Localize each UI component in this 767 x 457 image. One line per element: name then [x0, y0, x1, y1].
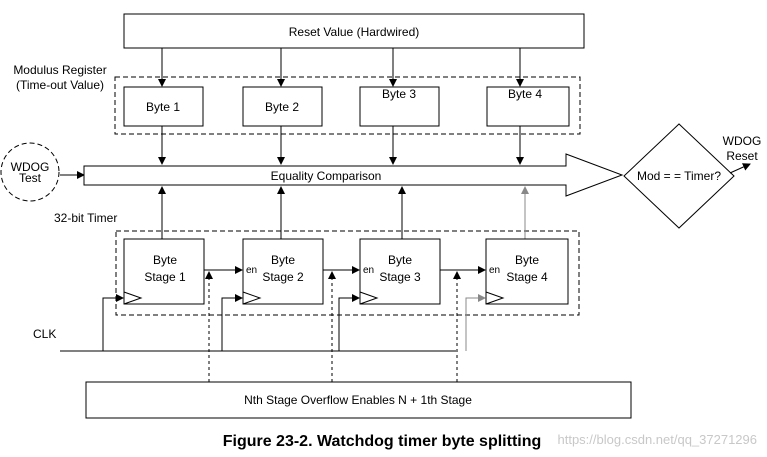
equality-comparison-bar: Equality Comparison	[83, 153, 624, 197]
svg-text:Byte 2: Byte 2	[265, 100, 299, 114]
svg-text:en: en	[489, 265, 500, 276]
svg-text:(Time-out Value): (Time-out Value)	[16, 78, 104, 92]
svg-text:Modulus Register: Modulus Register	[13, 63, 106, 77]
timer-group	[115, 230, 580, 316]
modulus-byte-1: Byte 1	[123, 86, 204, 127]
svg-text:Byte 4: Byte 4	[508, 87, 542, 101]
svg-text:Byte: Byte	[271, 253, 295, 267]
svg-text:Stage 2: Stage 2	[262, 270, 304, 284]
byte-to-comparison-arrows	[158, 126, 524, 165]
timer-label: 32-bit Timer	[54, 211, 117, 225]
wdog-reset-arrow	[729, 163, 751, 174]
byte-stage-1: Byte Stage 1	[123, 238, 205, 305]
svg-text:Stage 3: Stage 3	[379, 270, 421, 284]
mod-timer-diamond: Mod = = Timer?	[623, 123, 735, 229]
clk-label: CLK	[33, 327, 56, 341]
clk-wiring	[60, 294, 486, 352]
reset-value-label: Reset Value (Hardwired)	[289, 25, 420, 39]
svg-text:Stage 1: Stage 1	[144, 270, 186, 284]
svg-text:Byte: Byte	[515, 253, 539, 267]
svg-text:en: en	[363, 265, 374, 276]
wdog-reset-label: WDOG Reset	[723, 134, 762, 163]
overflow-box: Nth Stage Overflow Enables N + 1th Stage	[85, 381, 632, 419]
watermark: https://blog.csdn.net/qq_37271296	[558, 432, 758, 447]
byte-stage-4: Byte Stage 4 en	[485, 238, 569, 305]
wdog-test-circle: WDOG Test	[0, 142, 60, 202]
modulus-register-group	[114, 76, 581, 135]
modulus-bytes: Byte 1 Byte 2 Byte 3 Byte 4	[123, 86, 570, 127]
svg-text:Byte 1: Byte 1	[146, 100, 180, 114]
byte-stage-3: Byte Stage 3 en	[359, 238, 441, 305]
svg-text:Byte: Byte	[153, 253, 177, 267]
svg-text:Stage 4: Stage 4	[506, 270, 548, 284]
svg-text:Reset: Reset	[726, 149, 758, 163]
stage-to-comparison-arrows	[158, 186, 529, 239]
byte-stage-2: Byte Stage 2 en	[242, 238, 324, 305]
svg-text:WDOG: WDOG	[723, 134, 762, 148]
overflow-label: Nth Stage Overflow Enables N + 1th Stage	[244, 393, 472, 407]
svg-text:Byte 3: Byte 3	[382, 87, 416, 101]
svg-text:Test: Test	[19, 171, 42, 185]
reset-to-byte-arrows	[158, 48, 524, 87]
svg-text:Mod = = Timer?: Mod = = Timer?	[637, 169, 721, 183]
svg-text:WDOG: WDOG	[11, 160, 50, 174]
svg-text:en: en	[246, 265, 257, 276]
svg-text:Byte: Byte	[388, 253, 412, 267]
reset-value-box: Reset Value (Hardwired)	[123, 13, 585, 49]
figure-caption: Figure 23-2. Watchdog timer byte splitti…	[223, 433, 542, 450]
modulus-byte-2: Byte 2	[242, 86, 323, 127]
modulus-register-label: Modulus Register (Time-out Value)	[13, 63, 106, 92]
equality-comparison-label: Equality Comparison	[271, 169, 382, 183]
overflow-enable-lines	[205, 271, 461, 382]
modulus-byte-3: Byte 3	[359, 86, 440, 127]
modulus-byte-4: Byte 4	[486, 86, 570, 127]
